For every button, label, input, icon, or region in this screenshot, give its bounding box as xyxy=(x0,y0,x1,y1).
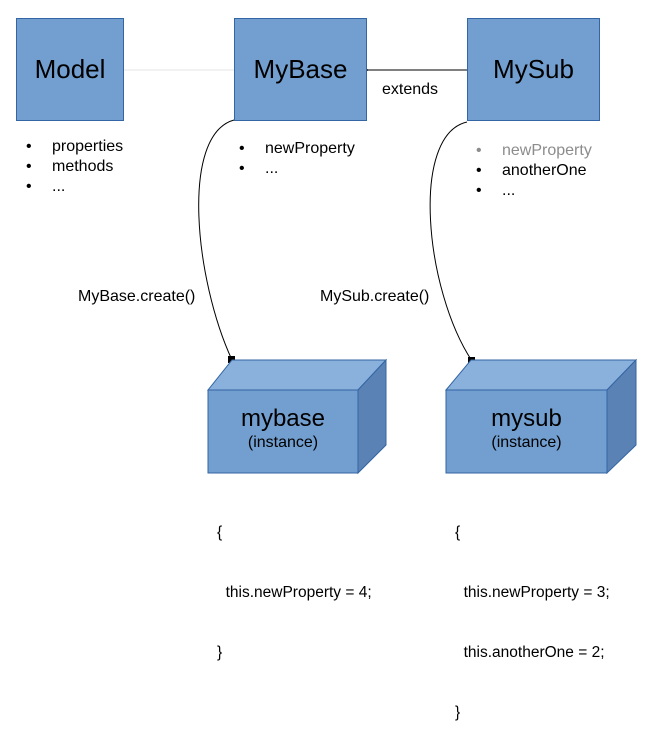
list-item: ... xyxy=(239,159,355,179)
code-line: } xyxy=(217,644,223,661)
mybase-class-box[interactable]: MyBase xyxy=(234,18,367,121)
list-item: properties xyxy=(26,137,123,157)
code-line: this.anotherOne = 2; xyxy=(455,644,605,661)
code-line: { xyxy=(455,524,461,541)
model-class-box[interactable]: Model xyxy=(16,18,124,121)
mybase-create-connector xyxy=(198,119,235,361)
mysub-instance-label: mysub (instance) xyxy=(446,405,607,453)
connectors-layer xyxy=(124,0,638,475)
mybase-cube-top xyxy=(206,359,388,391)
model-class-title: Model xyxy=(34,54,106,84)
model-property-list: properties methods ... xyxy=(26,137,123,197)
code-line: { xyxy=(217,524,223,541)
mybase-connector-endpoint xyxy=(228,356,235,363)
mysub-instance-name: mysub xyxy=(491,405,562,432)
mybase-instance-label: mybase (instance) xyxy=(208,405,358,453)
mybase-instance-name: mybase xyxy=(240,405,326,432)
mybase-create-label: MyBase.create() xyxy=(78,288,196,305)
list-item: anotherOne xyxy=(476,161,592,181)
inherited-list-item: newProperty xyxy=(476,141,592,161)
mybase-instance-subtitle: (instance) xyxy=(247,434,319,451)
list-item: newProperty xyxy=(239,139,355,159)
mysub-create-label: MySub.create() xyxy=(320,288,430,305)
list-item: ... xyxy=(26,177,123,197)
mybase-class-title: MyBase xyxy=(253,54,348,84)
mysub-instance-cube[interactable] xyxy=(444,358,638,475)
code-line: this.newProperty = 4; xyxy=(217,584,372,601)
mysub-class-title: MySub xyxy=(493,54,574,84)
mybase-cube-front xyxy=(207,389,359,474)
mybase-property-list: newProperty ... xyxy=(239,139,355,179)
mysub-cube-top xyxy=(444,359,638,391)
mysub-instance-subtitle: (instance) xyxy=(491,434,562,451)
extends-label: extends xyxy=(382,81,439,98)
code-line: this.newProperty = 3; xyxy=(455,584,610,601)
mybase-instance-cube[interactable] xyxy=(206,358,388,475)
mysub-class-box[interactable]: MySub xyxy=(467,18,600,121)
mysub-property-list: newProperty anotherOne ... xyxy=(476,141,592,201)
mysub-cube-front xyxy=(445,389,608,474)
list-item: methods xyxy=(26,157,123,177)
mysub-create-connector xyxy=(429,121,473,362)
code-line: } xyxy=(455,704,461,721)
mysub-code-block: { this.newProperty = 3; this.anotherOne … xyxy=(455,483,610,743)
mybase-code-block: { this.newProperty = 4; } xyxy=(217,483,372,683)
list-item: ... xyxy=(476,181,592,201)
